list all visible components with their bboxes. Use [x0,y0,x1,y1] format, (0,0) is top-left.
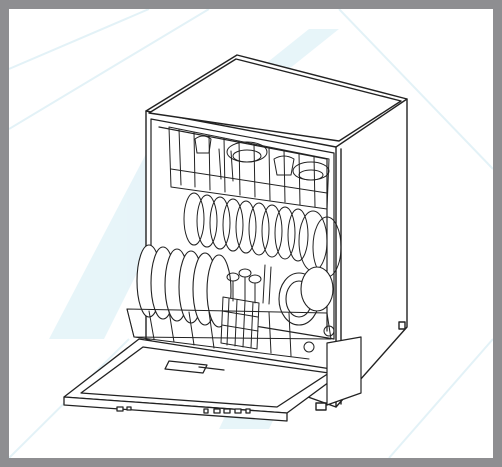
back-plates [183,192,342,278]
upper-rack [168,126,330,210]
cutlery-basket [220,264,272,350]
dishwasher-illustration [63,54,408,422]
base-plinth [326,336,362,406]
lower-rack [126,308,335,360]
front-plates [136,244,232,328]
